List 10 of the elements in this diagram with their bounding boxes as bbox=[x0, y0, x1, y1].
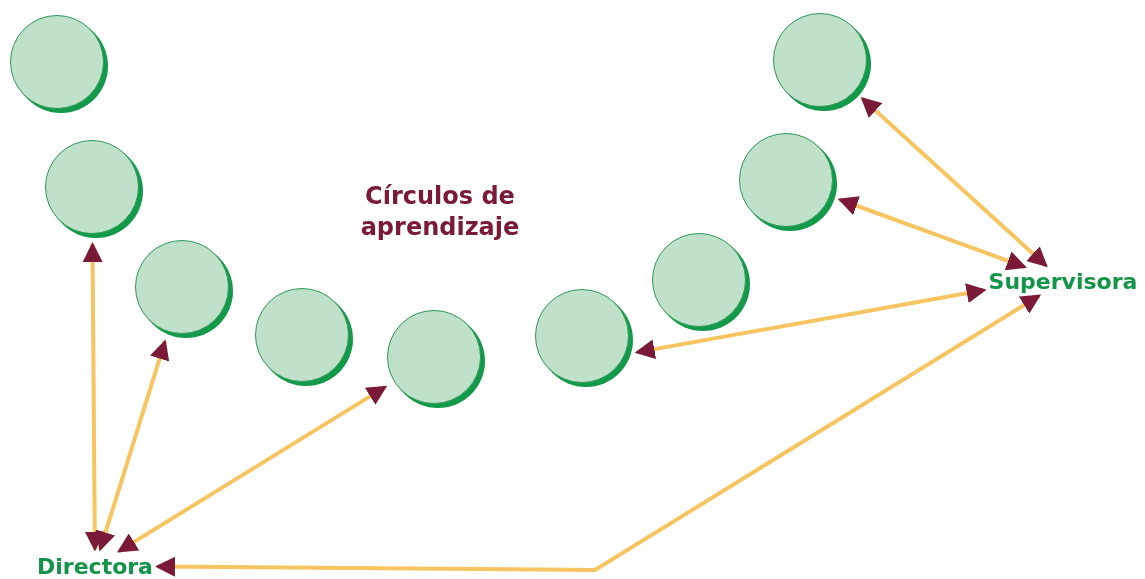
double-arrow bbox=[95, 339, 170, 552]
role-label: Supervisora bbox=[988, 268, 1138, 294]
diagram-title: Círculos de aprendizaje bbox=[359, 180, 521, 243]
double-arrow bbox=[860, 96, 1048, 268]
double-arrow bbox=[155, 293, 1042, 577]
role-label: Directora bbox=[37, 553, 153, 579]
double-arrow bbox=[82, 242, 105, 552]
double-arrow bbox=[634, 283, 987, 360]
double-arrow bbox=[837, 196, 1027, 271]
double-arrow bbox=[117, 385, 388, 554]
